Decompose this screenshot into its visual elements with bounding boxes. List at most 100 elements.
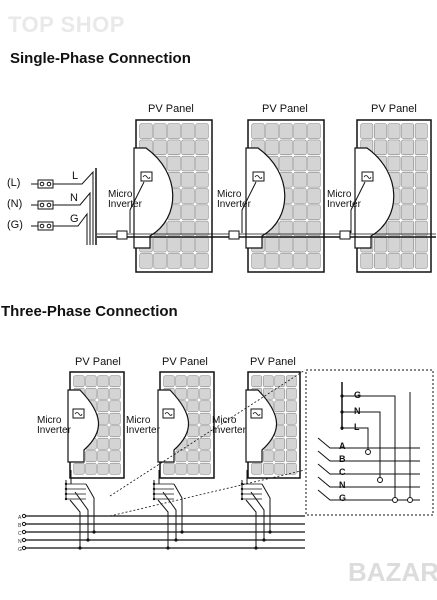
inset-bus-line-3 [317,463,420,475]
solar-cell [175,450,187,463]
solar-cell [195,220,209,237]
inset-dot [340,394,344,398]
solar-cell [279,220,293,237]
solar-cell [274,400,286,413]
tp-drop-wire [261,483,271,532]
sp-panel-label-3: PV Panel [371,103,417,115]
solar-cell [97,387,109,400]
sp-terminal-screw [46,202,52,208]
sp-panel-label-1: PV Panel [148,103,194,115]
solar-cell [181,204,195,220]
solar-cell [401,155,414,172]
tp-drop-dot [240,497,244,501]
tp-bus-end [21,521,27,527]
inset-wire-l [342,427,369,452]
solar-cell [360,253,374,269]
solar-cell [181,253,195,269]
solar-cell [109,387,121,400]
solar-cell [401,188,414,204]
tp-bus-end [21,537,27,543]
solar-cell [109,375,121,388]
inset-bus-line-4 [317,476,420,488]
solar-cell [265,123,279,139]
inverter-wave-icon [142,175,151,179]
inset-bus-line-5 [317,489,420,501]
solar-cell [414,237,428,253]
sp-panel-label-2: PV Panel [262,103,308,115]
solar-cell [262,462,274,475]
inset-bus-g: G [339,493,347,503]
tp-panel-label-1: PV Panel [75,356,121,368]
tp-drop-dot [152,487,156,491]
solar-cell [73,375,85,388]
inset-detail-box [305,369,434,516]
tp-drop-dot [64,487,68,491]
inset-bus-line-1 [317,437,420,449]
solar-cell [195,172,209,188]
tp-drop-dot [152,482,156,486]
solar-cell [285,425,297,438]
solar-cell [274,450,286,463]
sp-inverter-drop-2 [241,181,257,233]
inset-connection-g [392,497,398,503]
solar-cell [153,139,167,155]
solar-cell [167,123,181,139]
tp-drop-wire [162,491,177,540]
solar-cell [109,425,121,438]
sp-cable-connector-2 [228,230,240,240]
solar-cell [285,412,297,425]
solar-cell [293,172,307,188]
sp-wire-l [53,170,94,245]
solar-cell [265,237,279,253]
tp-drop-wire [173,483,183,532]
solar-cell [187,425,199,438]
inset-bus-a: A [339,441,346,451]
inset-top-l: L [354,422,360,432]
sp-terminal-screw [39,181,45,187]
solar-cell [414,204,428,220]
solar-cell [181,155,195,172]
inset-bus-b: B [339,454,346,464]
solar-cell [85,450,97,463]
tp-micro-inverter-1 [67,389,100,463]
solar-cell [401,204,414,220]
solar-cell [307,204,321,220]
solar-cell [401,172,414,188]
solar-cell [374,237,387,253]
solar-cell [187,387,199,400]
solar-cell [109,437,121,450]
tp-bus-junction [268,530,272,534]
solar-cell [187,462,199,475]
solar-cell [187,375,199,388]
inset-connection-right [407,497,413,503]
solar-cell [181,139,195,155]
sp-wire-letter-l: L [72,170,79,182]
solar-cell [139,253,153,269]
solar-cell [293,253,307,269]
solar-cell [414,188,428,204]
solar-cell [109,412,121,425]
inverter-wave-icon [74,412,83,416]
sp-wire-letter-g: G [70,213,79,225]
solar-cell [307,172,321,188]
inverter-wave-icon [363,175,372,179]
solar-cell [414,172,428,188]
inset-pointer-2 [109,369,306,497]
solar-cell [307,139,321,155]
solar-cell [285,437,297,450]
solar-cell [187,437,199,450]
solar-cell [307,220,321,237]
solar-cell [265,139,279,155]
tp-drop-wire [245,499,257,548]
solar-cell [139,123,153,139]
tp-panel-label-2: PV Panel [162,356,208,368]
tp-drop-dot [64,482,68,486]
solar-cell [307,155,321,172]
solar-cell [199,412,211,425]
three-phase-title: Three-Phase Connection [1,303,178,320]
solar-cell [199,425,211,438]
solar-cell [85,387,97,400]
